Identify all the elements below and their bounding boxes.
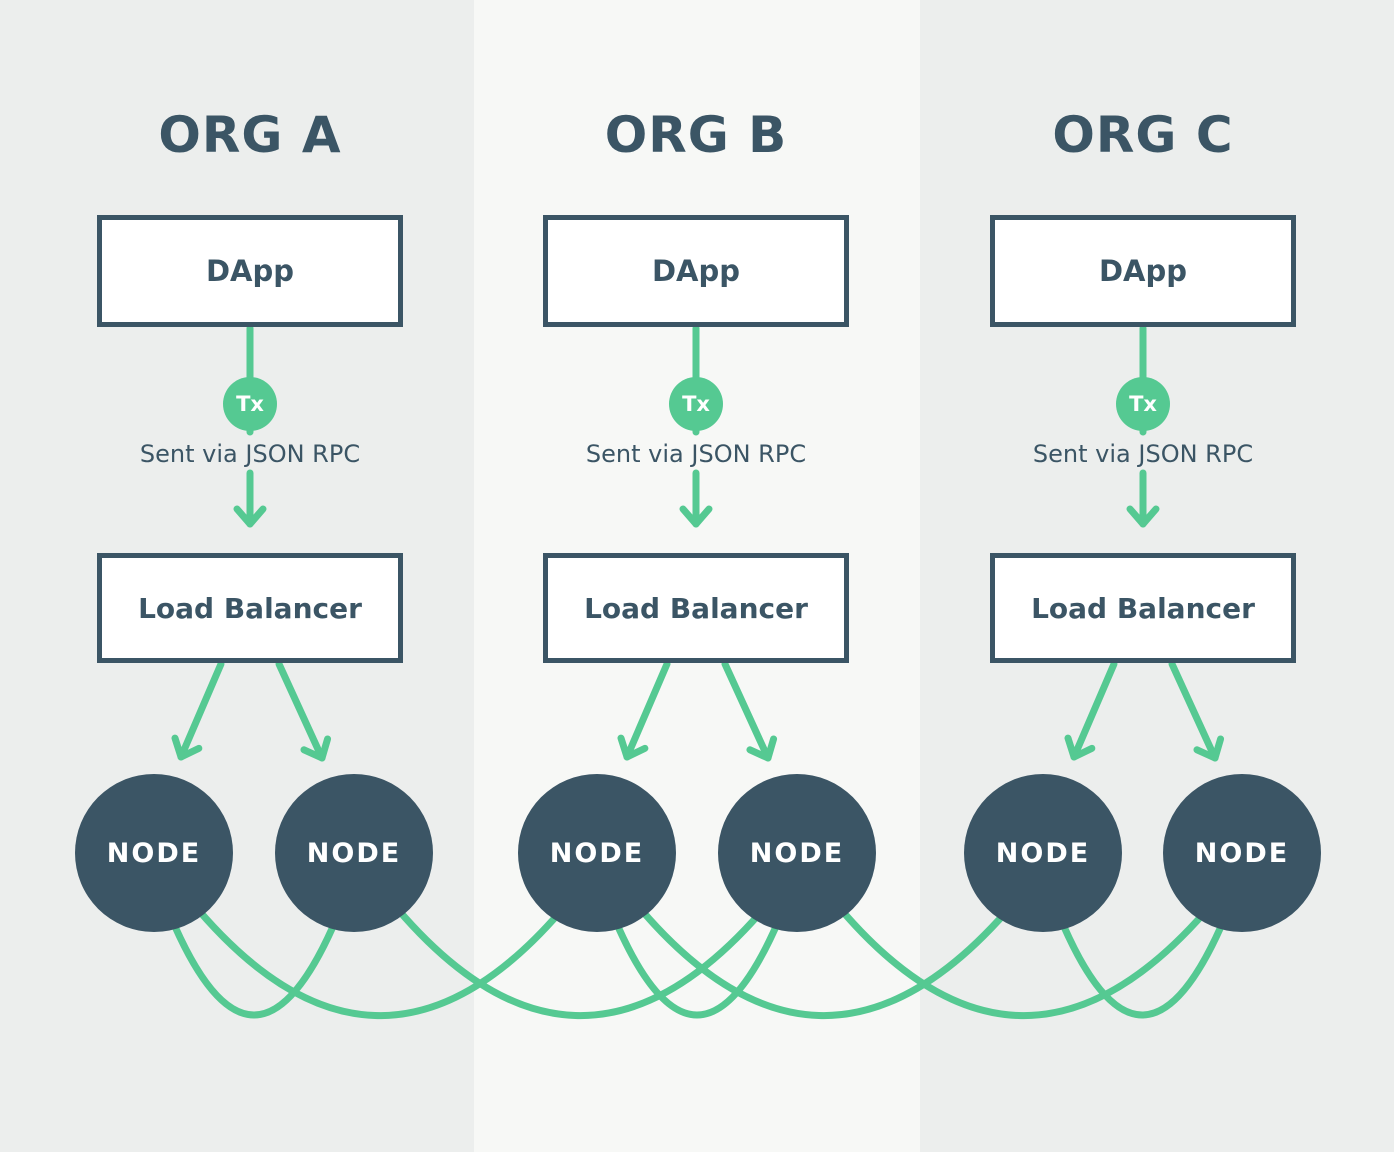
lb-to-node-arrow-left: [617, 660, 671, 761]
dapp-box: DApp: [543, 215, 849, 327]
node-circle-4: NODE: [718, 774, 876, 932]
node-circle-5: NODE: [964, 774, 1122, 932]
load-balancer-box: Load Balancer: [543, 553, 849, 663]
tx-label: Tx: [1129, 392, 1157, 416]
tx-badge: Tx: [669, 377, 723, 431]
org-a-title: ORG A: [158, 106, 342, 164]
mesh-link-2-4: [386, 896, 765, 1020]
mesh-links: [166, 896, 1230, 1020]
rpc-label: Sent via JSON RPC: [1032, 440, 1254, 468]
lb-to-node-arrow-left: [171, 660, 225, 761]
mesh-link-1-3: [186, 896, 564, 1020]
org-b-title: ORG B: [604, 106, 788, 164]
mesh-link-3-5: [629, 896, 1010, 1020]
mesh-link-4-6: [829, 896, 1209, 1020]
load-balancer-label: Load Balancer: [584, 591, 808, 625]
load-balancer-box: Load Balancer: [97, 553, 403, 663]
dapp-label: DApp: [1098, 254, 1188, 288]
org-a-column: ORG A DApp Tx Sent via JSON RPC Load Bal…: [97, 0, 403, 1152]
lb-to-node-arrow-right: [275, 660, 332, 762]
org-b-column: ORG B DApp Tx Sent via JSON RPC Load Bal…: [543, 0, 849, 1152]
lb-to-node-arrow-left: [1064, 660, 1118, 761]
tx-badge: Tx: [223, 377, 277, 431]
node-circle-6: NODE: [1163, 774, 1321, 932]
rpc-label: Sent via JSON RPC: [585, 440, 807, 468]
dapp-label: DApp: [205, 254, 295, 288]
tx-badge: Tx: [1116, 377, 1170, 431]
mesh-link-1-2: [166, 911, 342, 1019]
dapp-box: DApp: [97, 215, 403, 327]
org-c-column: ORG C DApp Tx Sent via JSON RPC Load Bal…: [990, 0, 1296, 1152]
mesh-link-5-6: [1055, 911, 1230, 1019]
node-circle-1: NODE: [75, 774, 233, 932]
node-circle-2: NODE: [275, 774, 433, 932]
load-balancer-label: Load Balancer: [1031, 591, 1255, 625]
load-balancer-label: Load Balancer: [138, 591, 362, 625]
org-c-title: ORG C: [1052, 106, 1234, 164]
lb-to-node-arrow-right: [1168, 660, 1225, 762]
lb-to-node-arrow-right: [721, 660, 778, 762]
node-circle-3: NODE: [518, 774, 676, 932]
dapp-box: DApp: [990, 215, 1296, 327]
rpc-label: Sent via JSON RPC: [139, 440, 361, 468]
tx-label: Tx: [682, 392, 710, 416]
dapp-label: DApp: [651, 254, 741, 288]
load-balancer-box: Load Balancer: [990, 553, 1296, 663]
tx-label: Tx: [236, 392, 264, 416]
mesh-link-3-4: [609, 911, 785, 1019]
